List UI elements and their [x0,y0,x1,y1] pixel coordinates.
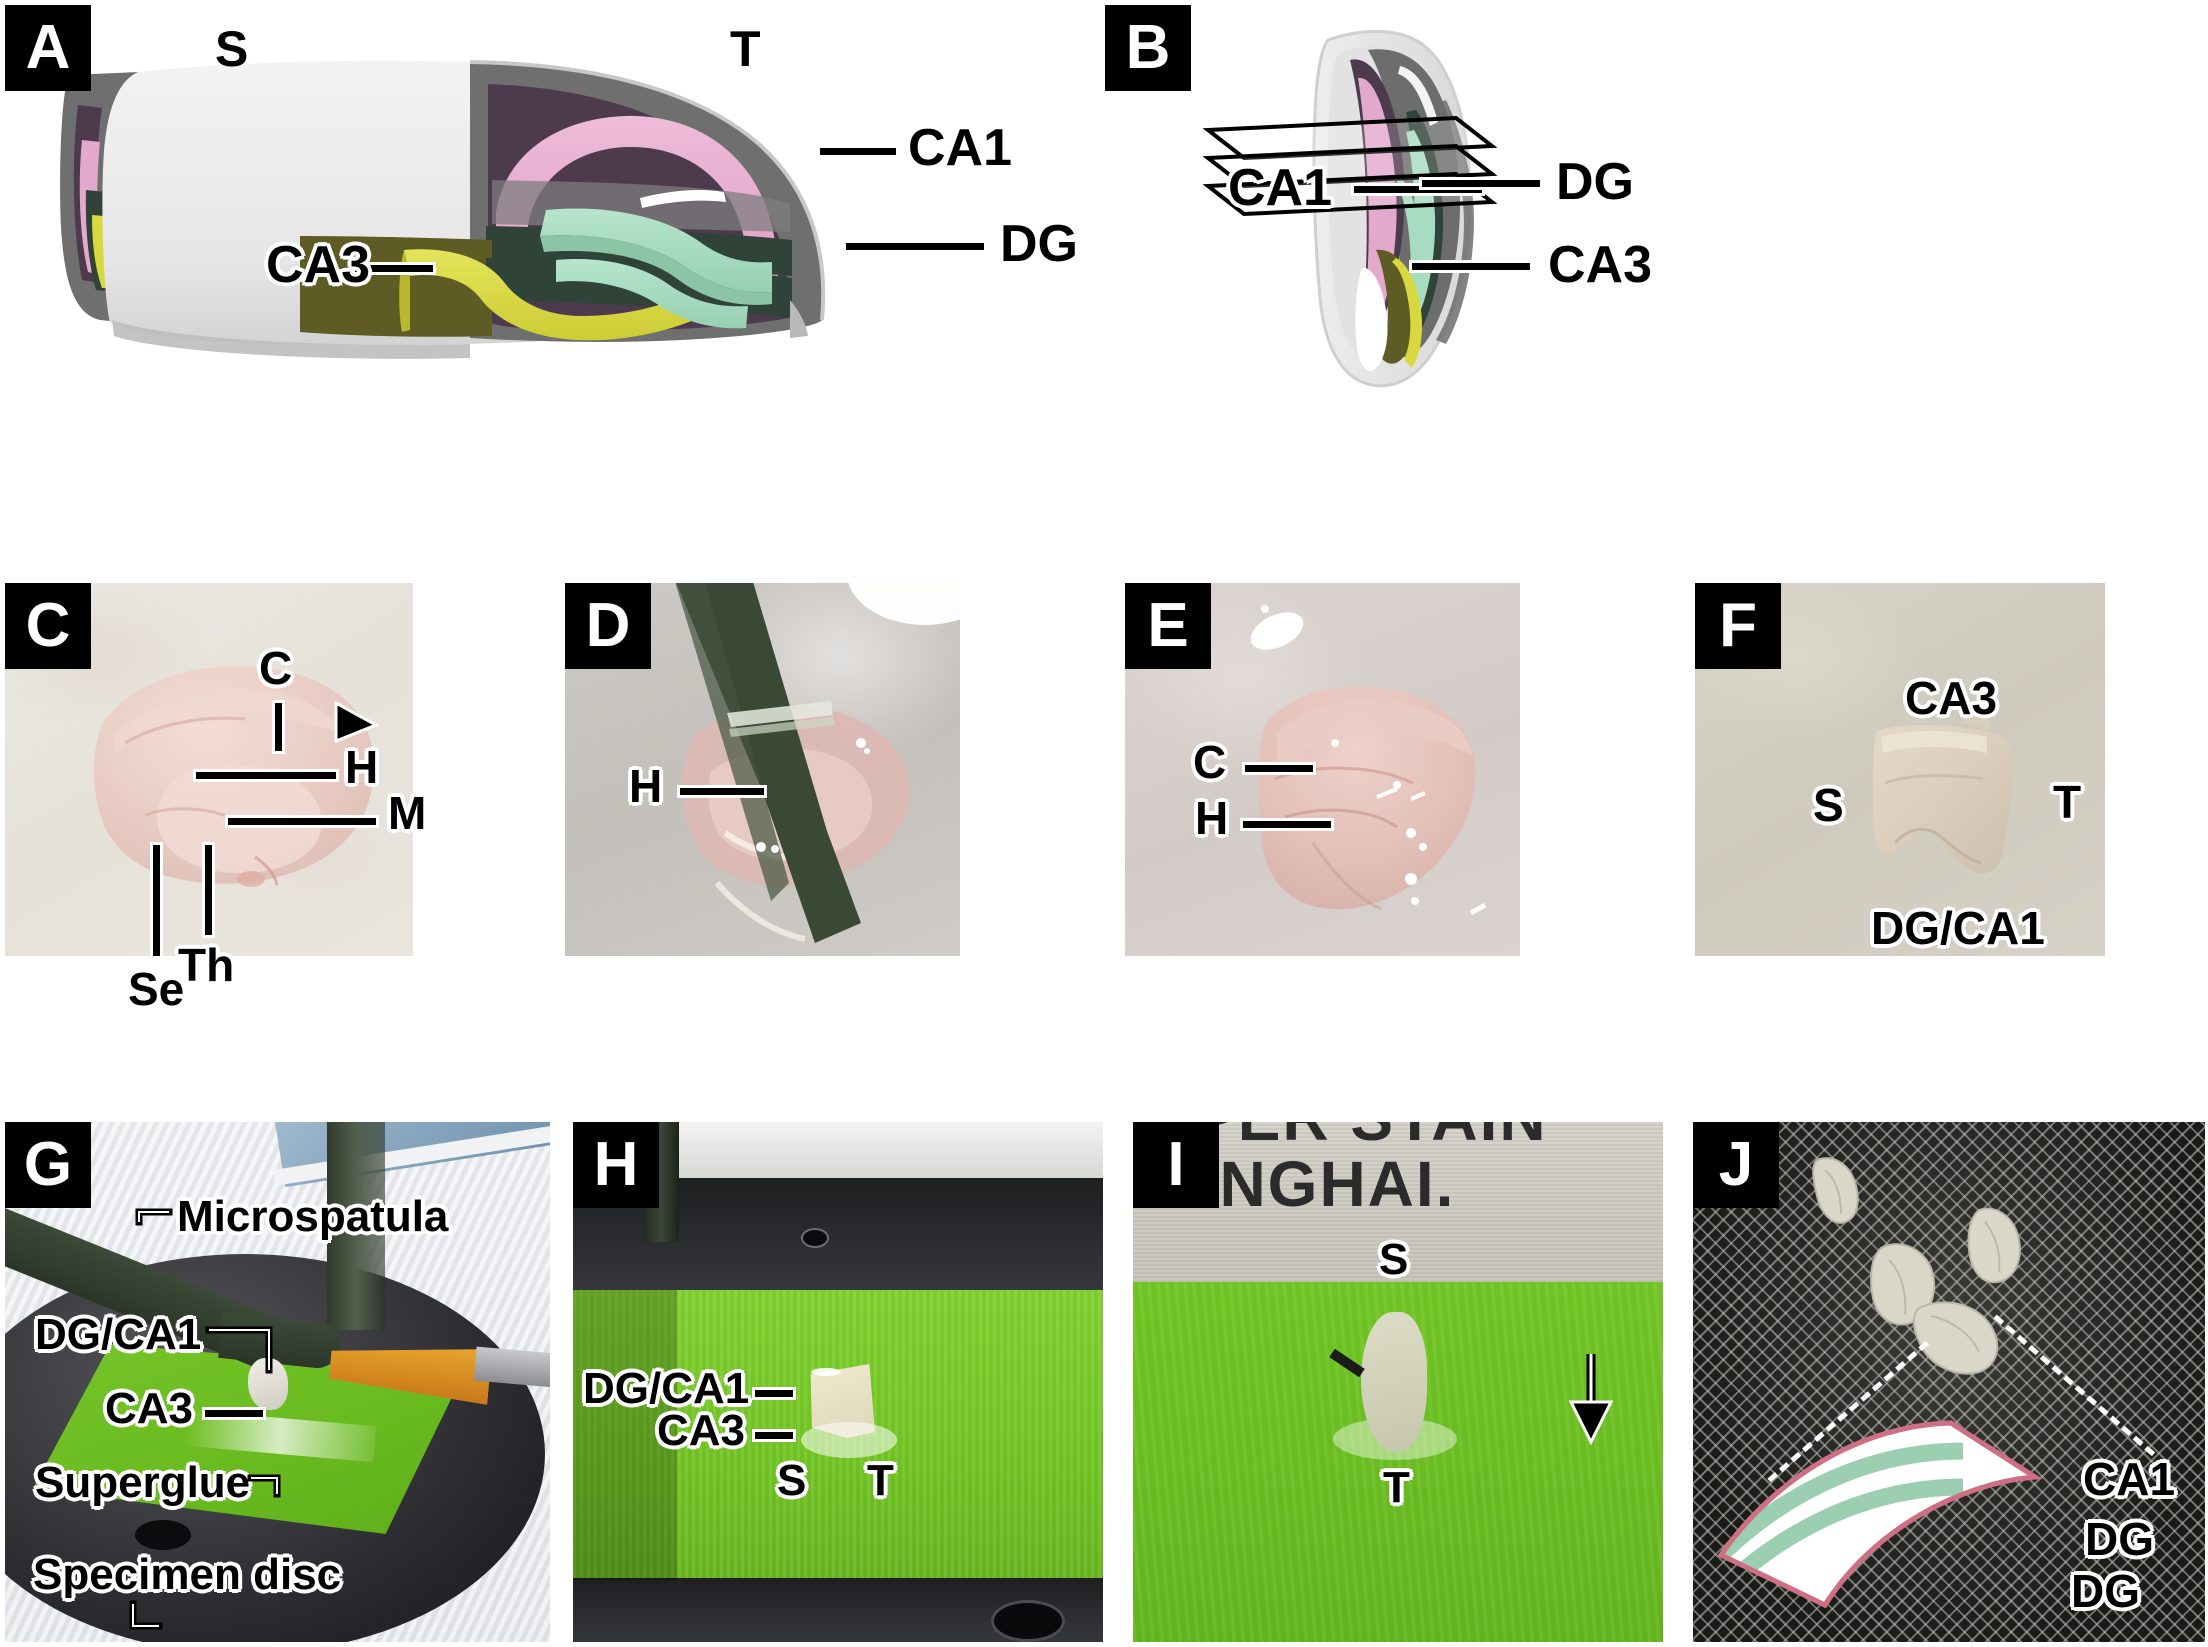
panel-i-printed-label-background [1133,1122,1663,1282]
panel-b-drawing [1202,29,1498,388]
panel-b-letter-badge: B [1105,5,1191,91]
panel-g-specimen-disc-elbow [129,1600,163,1630]
panel-g-mounting-photo: G Microspatula DG/CA1 CA3 Superglue Spec… [5,1122,550,1642]
panel-g-specimen-disc-label: Specimen disc [33,1550,342,1599]
panel-j-slice-schematic [1717,1420,2043,1609]
panel-h-septal-label: S [777,1456,807,1505]
panel-i-septal-label: S [1379,1235,1409,1284]
panel-j-ca1-label: CA1 [2083,1453,2176,1505]
panel-e-hippocampus-leader [1243,821,1331,828]
panel-j-dg-upper-label: DG [2085,1513,2154,1565]
panel-f-isolated-hippocampus-photo: F CA3 S T DG/CA1 [1695,583,2105,956]
panel-c-cortex-leader [275,703,282,751]
panel-g-rod [327,1122,385,1330]
panel-g-superglue-elbow [247,1474,281,1498]
panel-d-hippocampus-label: H [629,760,663,812]
panel-f-septal-label: S [1813,779,1844,831]
panel-g-dg-ca1-elbow [205,1326,273,1374]
panel-a-septal-label: S [215,21,249,77]
panel-i-temporal-label: T [1383,1463,1410,1512]
panel-h-dg-ca1-label: DG/CA1 [583,1364,750,1413]
panel-a-temporal-label: T [730,21,761,77]
panel-h-glue-base [801,1422,897,1458]
panel-b-ca1-label: CA1 [1228,159,1333,217]
panel-c-thalamus-leader [205,845,212,935]
panel-a-ca3-leader [355,265,433,272]
panel-i-block-closeup-photo: PER STAIN HANGHAI. I S T [1133,1122,1663,1642]
panel-g-brush-ferrule [473,1346,550,1388]
panel-c-cortex-label: C [259,642,293,694]
panel-f-temporal-label: T [2053,776,2082,828]
panel-d-letter-badge: D [565,583,651,669]
panel-g-ca3-leader [205,1410,263,1417]
panel-c-midbrain-leader [228,818,376,825]
panel-e-cortex-label: C [1193,736,1227,788]
panel-g-dg-ca1-label: DG/CA1 [35,1310,202,1359]
panel-a-ca1-label: CA1 [908,119,1013,177]
panel-e-hemisphere-photo: E C H [1125,583,1520,956]
panel-d-dissection-photo: D H [565,583,960,956]
panel-h-ca3-leader [755,1432,793,1439]
panel-b-dg-label: DG [1556,153,1634,211]
panel-d-hippocampus-leader [680,788,764,795]
panel-a-drawing [60,60,826,359]
panel-a-ca3-label: CA3 [266,236,371,294]
panel-b-ca1-leader [1354,186,1482,193]
panel-a-3d-hippocampus-schematic: A S T [0,0,1100,395]
panel-h-letter-badge: H [573,1122,659,1208]
panel-a-dg-label: DG [1000,215,1078,273]
panel-b-ca3-label: CA3 [1548,236,1653,294]
panel-g-microspatula-label: Microspatula [177,1192,449,1241]
panel-a-dg-leader [846,243,984,250]
panel-g-superglue-label: Superglue [35,1458,251,1507]
panel-h-block-on-agarose-photo: H DG/CA1 CA3 S T [573,1122,1103,1642]
panel-g-ca3-label: CA3 [105,1384,194,1433]
panel-h-shadow [573,1290,677,1580]
panel-j-letter-badge: J [1693,1122,1779,1208]
panel-b-cross-section-schematic: B [1100,0,2208,395]
panel-c-thalamus-label: Th [178,939,235,991]
panel-f-ca3-label: CA3 [1905,672,1998,724]
panel-c-septum-label: Se [128,963,185,1015]
panel-j-tissue-slices [1812,1157,2021,1375]
panel-b-ca3-leader [1412,263,1530,270]
panel-e-tissue [1250,605,1487,916]
panel-h-dg-ca1-leader [755,1390,793,1397]
panel-f-dg-ca1-label: DG/CA1 [1871,902,2045,954]
panel-g-microspatula-elbow [135,1208,173,1226]
panel-f-letter-badge: F [1695,583,1781,669]
panel-h-specular-highlight [811,1368,841,1376]
panel-g-letter-badge: G [5,1122,91,1208]
panel-h-ca3-label: CA3 [657,1406,746,1455]
panel-j-dg-lower-label: DG [2071,1565,2140,1617]
panel-h-disc-hole [991,1600,1065,1642]
panel-c-hippocampus-label: H [345,741,379,793]
panel-e-cortex-leader [1245,765,1313,772]
panel-d-scene [675,583,960,943]
panel-c-hippocampus-leader [196,772,336,779]
panel-c-arrowhead-icon [334,700,380,744]
panel-i-tissue-slice [1361,1312,1427,1452]
panel-a-ca1-leader [820,148,896,155]
panel-h-temporal-label: T [867,1456,894,1505]
panel-e-hippocampus-label: H [1195,792,1229,844]
panel-f-tissue [1873,714,2013,874]
panel-i-letter-badge: I [1133,1122,1219,1208]
panel-c-midbrain-label: M [388,787,427,839]
panel-h-disc-screw [801,1228,829,1248]
panel-c-septum-leader [153,845,160,956]
panel-e-letter-badge: E [1125,583,1211,669]
panel-g-disc-hole [135,1520,191,1550]
panel-c-letter-badge: C [5,583,91,669]
panel-i-down-arrow-icon [1568,1354,1614,1446]
panel-b-dg-leader [1422,180,1540,187]
panel-a-letter-badge: A [5,5,91,91]
panel-j-slices-on-mesh-photo: J CA1 DG DG [1693,1122,2205,1642]
